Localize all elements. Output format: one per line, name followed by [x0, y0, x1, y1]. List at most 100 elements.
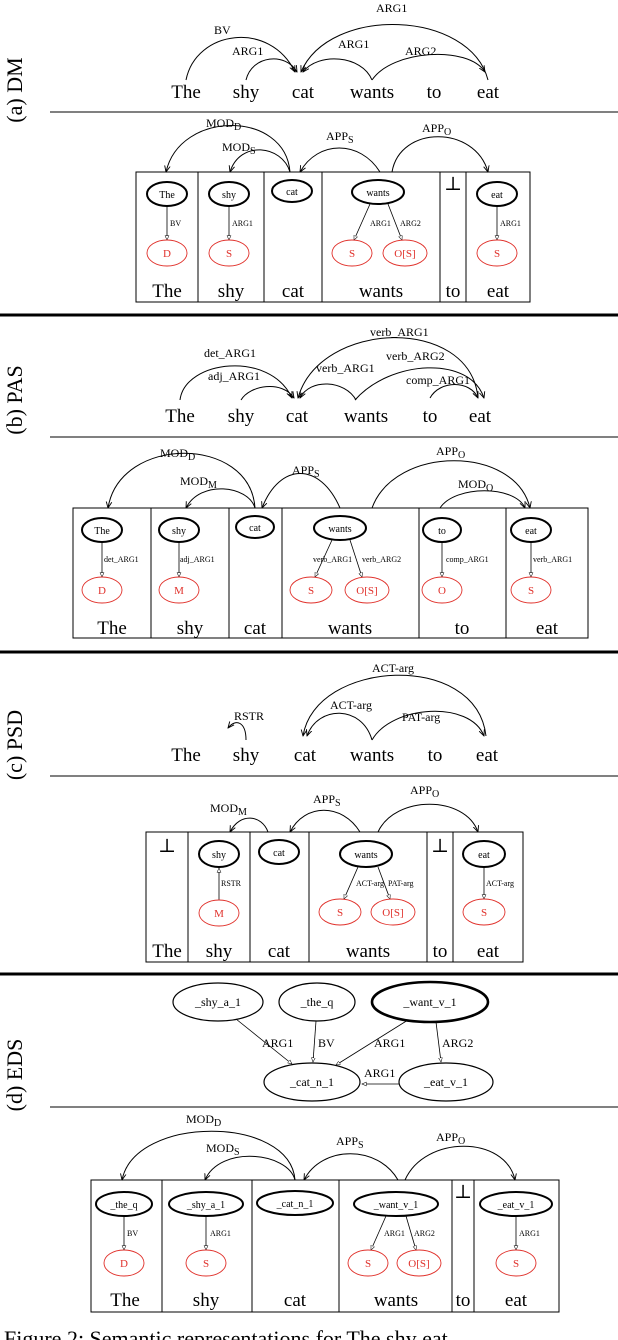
- head-node: [235, 515, 275, 539]
- head-label: cat: [286, 187, 298, 198]
- source-node: [81, 576, 123, 604]
- op-arc: [439, 490, 525, 508]
- word: cat: [294, 745, 317, 766]
- head-label: eat: [491, 190, 503, 201]
- word: wants: [350, 745, 394, 766]
- arc: [371, 710, 484, 741]
- op-label: APPO: [410, 783, 439, 800]
- op-arc: [186, 488, 256, 508]
- cell-word: The: [110, 1290, 140, 1311]
- eds-node-label: _want_v_1: [402, 995, 456, 1009]
- source-label: D: [120, 1258, 128, 1270]
- op-label: MODM: [210, 801, 247, 818]
- source-label: S: [308, 585, 314, 597]
- section-label: (c) PSD: [2, 710, 27, 780]
- arc-label: PAT-arg: [402, 710, 440, 724]
- op-label: APPO: [422, 121, 451, 138]
- cell-word: The: [97, 618, 127, 639]
- section-label: (d) EDS: [2, 1039, 27, 1112]
- eds-edge: [336, 1019, 409, 1065]
- arc-label: verb_ARG1: [370, 325, 429, 339]
- head-node: [353, 1191, 439, 1217]
- cell-word: shy: [218, 281, 245, 302]
- head-label: wants: [354, 850, 377, 861]
- cell-word: eat: [505, 1290, 528, 1311]
- am-term: MODD MODS APPS APPO _the_q BV D _shy_a_1…: [90, 1112, 560, 1313]
- source-label: S: [365, 1258, 371, 1270]
- arc: [228, 723, 247, 741]
- op-label: MODO: [458, 477, 493, 494]
- cell-word: cat: [268, 941, 291, 962]
- cell-word: shy: [177, 618, 204, 639]
- op-arc: [122, 1130, 296, 1180]
- word: eat: [476, 745, 499, 766]
- source-node: [331, 239, 373, 267]
- cell-word: eat: [477, 941, 500, 962]
- word: cat: [292, 82, 315, 103]
- source-node: [208, 239, 250, 267]
- word: eat: [469, 406, 492, 427]
- cell-word: shy: [206, 941, 233, 962]
- edge-label: ACT-arg: [356, 879, 384, 888]
- eds-edge-label: ARG1: [262, 1036, 293, 1050]
- edge: [349, 539, 362, 577]
- arc-label: BV: [214, 23, 231, 37]
- head-label: cat: [249, 523, 261, 534]
- edge-label: ACT-arg: [486, 879, 514, 888]
- head-node: [256, 1190, 334, 1216]
- eds-node-label: _cat_n_1: [289, 1075, 334, 1089]
- edge-label: PAT-arg: [388, 879, 414, 888]
- head-node: [313, 515, 367, 541]
- word-cell: [505, 507, 589, 639]
- op-arc: [391, 136, 488, 172]
- arc: [185, 37, 295, 81]
- op-arc: [377, 803, 478, 832]
- edge: [370, 1215, 387, 1250]
- source-label: M: [174, 585, 184, 597]
- word: to: [428, 745, 443, 766]
- eds-node: [172, 982, 264, 1022]
- edge: [343, 866, 359, 899]
- source-node: [462, 898, 506, 926]
- cell-word: to: [433, 941, 448, 962]
- head-label: _want_v_1: [373, 1200, 418, 1211]
- head-label: eat: [525, 526, 537, 537]
- cell-word: to: [446, 281, 461, 302]
- edge-label: RSTR: [221, 879, 242, 888]
- arc-label: ACT-arg: [330, 698, 372, 712]
- head-label: _shy_a_1: [186, 1200, 225, 1211]
- edge: [387, 203, 402, 240]
- cell-word: eat: [536, 618, 559, 639]
- source-label: O[S]: [382, 907, 403, 919]
- bottom-symbol: ⊥: [158, 836, 176, 857]
- arc: [429, 384, 479, 399]
- eds-edge: [313, 1020, 317, 1062]
- op-label: APPO: [436, 1130, 465, 1147]
- source-label: M: [214, 908, 224, 920]
- cell-word: wants: [328, 618, 372, 639]
- source-node: [495, 1249, 537, 1277]
- head-node: [339, 840, 393, 868]
- dependency-graph: BV ARG1 ARG1 ARG2 ARG1 The shy cat wants…: [171, 1, 500, 103]
- head-node: [198, 840, 240, 868]
- edge-label: ARG1: [500, 219, 521, 228]
- edge-label: BV: [170, 219, 181, 228]
- op-arc: [304, 1153, 399, 1180]
- edge-label: ARG2: [414, 1229, 435, 1238]
- word: eat: [477, 82, 500, 103]
- source-node: [510, 576, 552, 604]
- op-label: MODD: [206, 116, 241, 133]
- eds-node: [370, 980, 490, 1024]
- word: The: [165, 406, 195, 427]
- op-arc: [230, 149, 291, 172]
- word-cell: [452, 831, 524, 963]
- source-label: O[S]: [356, 585, 377, 597]
- head-node: [351, 179, 405, 205]
- edge: [314, 539, 333, 577]
- op-arc: [371, 460, 530, 508]
- source-node: [421, 576, 463, 604]
- head-label: The: [94, 526, 110, 537]
- arc: [245, 58, 297, 81]
- eds-node-label: _shy_a_1: [194, 995, 241, 1009]
